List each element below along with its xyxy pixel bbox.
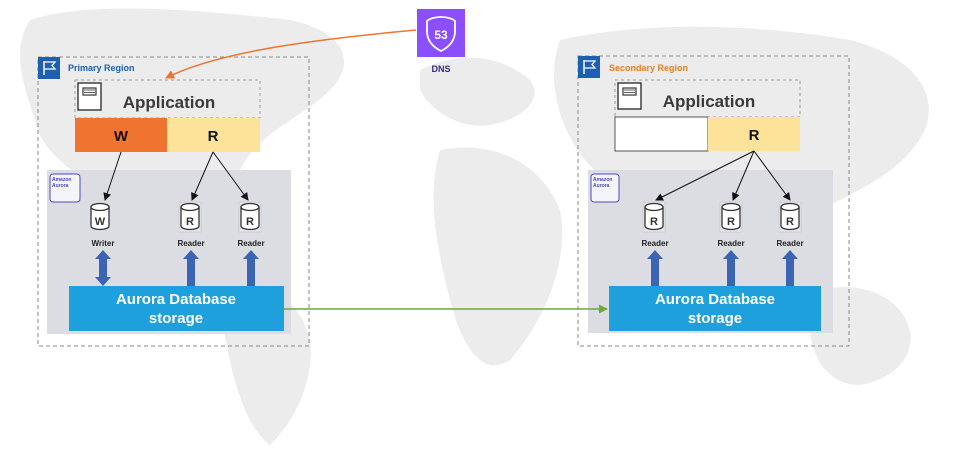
reader-instance: R Reader (717, 201, 745, 248)
reader-instance: R Reader (177, 201, 205, 248)
svg-text:R: R (186, 216, 194, 228)
primary-read-endpoint (167, 118, 260, 152)
database-reader-icon: R (180, 202, 200, 231)
secondary-region: Secondary Region Application R Amazon Au… (577, 55, 850, 347)
svg-text:Aurora Database: Aurora Database (655, 291, 775, 308)
amazon-aurora-badge: Amazon Aurora (590, 173, 620, 203)
svg-text:storage: storage (149, 310, 203, 327)
server-icon (617, 82, 642, 110)
reader-label: Reader (641, 239, 668, 248)
svg-text:R: R (246, 216, 254, 228)
svg-text:R: R (650, 216, 658, 228)
writer-instance: W Writer (90, 202, 115, 248)
region-flag-icon (38, 57, 60, 79)
svg-text:Aurora Database: Aurora Database (116, 291, 236, 308)
primary-application-title: Application (123, 93, 216, 112)
reader-storage-io-arrow (723, 250, 739, 286)
dns-label: DNS (431, 64, 450, 74)
secondary-region-label: Secondary Region (609, 63, 688, 73)
svg-text:W: W (95, 216, 106, 228)
database-writer-icon: W (90, 202, 110, 231)
primary-application-box (74, 79, 261, 119)
reader-storage-io-arrow (183, 250, 199, 286)
reader-label: Reader (776, 239, 803, 248)
database-reader-icon: R (721, 202, 741, 231)
svg-text:Amazon: Amazon (52, 177, 71, 183)
database-reader-icon: R (240, 202, 260, 231)
secondary-read-endpoint (708, 117, 800, 151)
secondary-application-title: Application (663, 92, 756, 111)
primary-aurora-storage (69, 286, 284, 331)
reader-instance: R Reader (237, 201, 265, 248)
svg-text:storage: storage (688, 310, 742, 327)
reader-label: Reader (717, 239, 744, 248)
secondary-write-endpoint-disabled (614, 116, 709, 152)
amazon-aurora-badge: Amazon Aurora (49, 173, 81, 203)
reader-label: Reader (177, 239, 204, 248)
read-route-arrow (212, 151, 249, 201)
read-route-arrow (753, 150, 791, 201)
reader-storage-io-arrow (782, 250, 798, 286)
database-reader-icon: R (644, 202, 664, 231)
primary-read-label: R (208, 128, 219, 145)
svg-text:R: R (786, 216, 794, 228)
region-flag-icon (578, 56, 600, 78)
secondary-read-label: R (749, 127, 760, 144)
secondary-aurora-storage (609, 286, 821, 331)
reader-instance: R Reader (641, 201, 669, 248)
svg-text:Amazon: Amazon (593, 177, 612, 183)
reader-storage-io-arrow (647, 250, 663, 286)
dns-route53: 53 DNS (417, 9, 465, 74)
dns-route-arrow (165, 29, 417, 79)
reader-label: Reader (237, 239, 264, 248)
writer-storage-io-arrow (95, 250, 111, 286)
svg-text:R: R (727, 216, 735, 228)
read-route-arrow (191, 151, 214, 201)
database-reader-icon: R (780, 202, 800, 231)
write-route-arrow (103, 151, 122, 201)
primary-region: Primary Region Application W R Amazon Au… (37, 56, 310, 347)
server-icon (77, 82, 102, 111)
read-route-arrow (732, 150, 755, 201)
primary-write-endpoint (75, 118, 167, 152)
svg-text:53: 53 (434, 28, 448, 42)
primary-region-label: Primary Region (68, 63, 135, 73)
primary-write-label: W (114, 128, 129, 145)
writer-label: Writer (92, 239, 115, 248)
svg-text:Aurora: Aurora (52, 183, 69, 189)
read-route-arrow (655, 150, 755, 201)
reader-storage-io-arrow (243, 250, 259, 286)
svg-text:Aurora: Aurora (593, 183, 610, 189)
reader-instance: R Reader (776, 201, 804, 248)
